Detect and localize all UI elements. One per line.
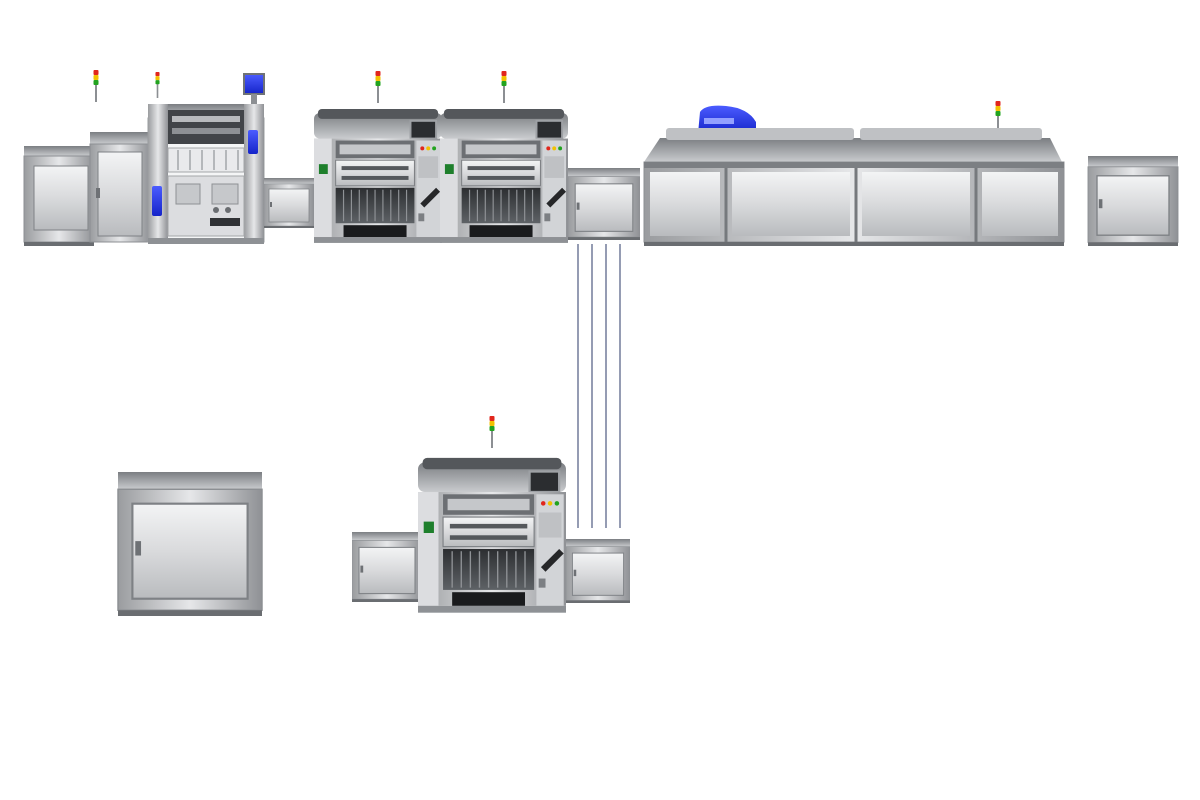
loader-unit (23, 146, 95, 246)
conveyor-module-1 (264, 177, 314, 229)
solder-paste-printer (147, 72, 265, 244)
pick-and-place-machine-2 (440, 71, 568, 244)
conveyor-module-2 (568, 167, 640, 241)
side-conveyor-module (352, 531, 422, 603)
loader-unit-cabinet (89, 70, 151, 243)
unloader-unit (1087, 156, 1179, 246)
reflow-oven (643, 101, 1065, 246)
link-conveyor-module (566, 538, 630, 604)
pick-and-place-machine-3 (418, 416, 566, 614)
cable-links (577, 244, 621, 528)
pick-and-place-machine-1 (314, 71, 442, 244)
standalone-buffer-unit (116, 472, 264, 616)
